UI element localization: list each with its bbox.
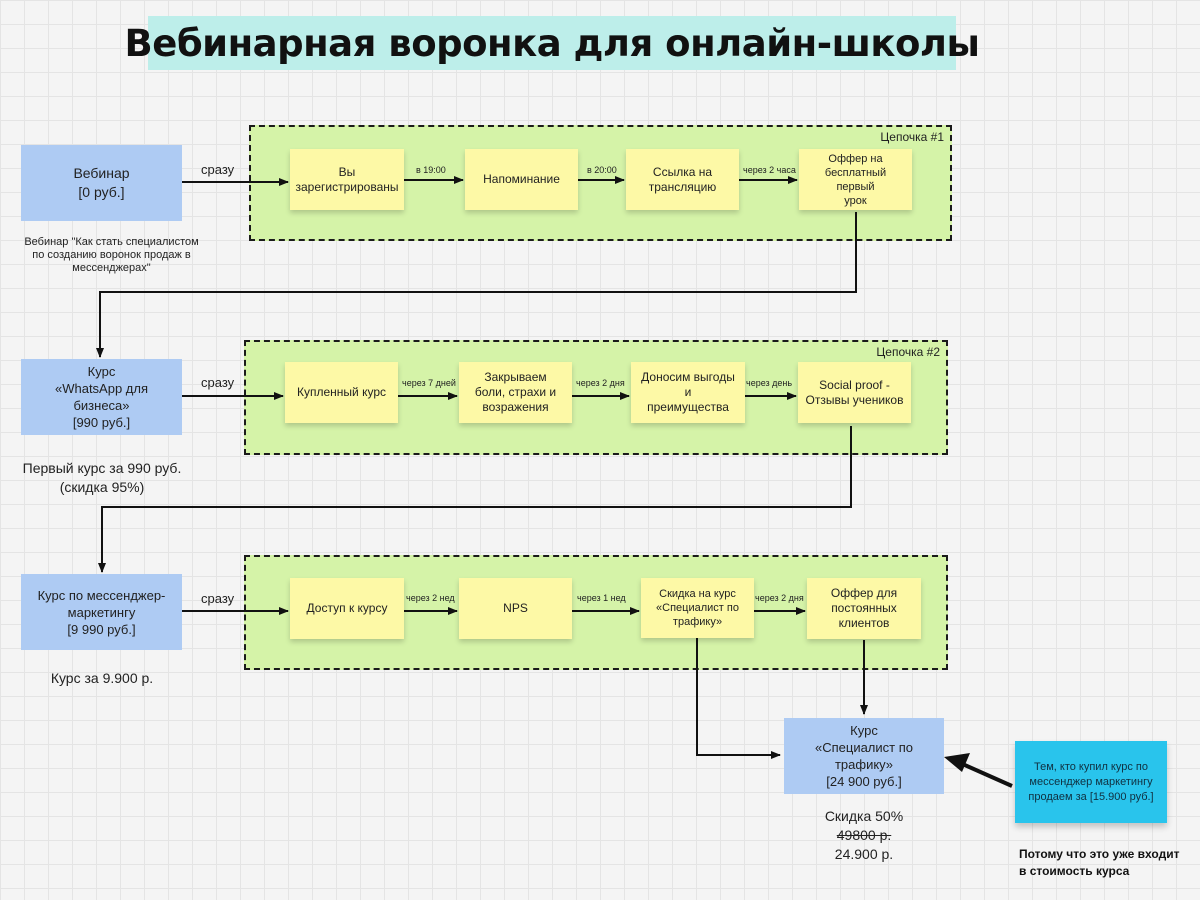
messenger-caption: Курс за 9.900 р. [50, 670, 154, 686]
delay-label-r3-3: через 2 дня [755, 593, 804, 603]
sticky-benefits[interactable]: Доносим выгоды и преимущества [631, 362, 745, 423]
sticky-registered[interactable]: Вы зарегистрированы [290, 149, 404, 210]
delay-label-r2-2: через 2 дня [576, 378, 625, 388]
sticky-free-lesson-offer[interactable]: Оффер на бесплатный первый урок [799, 149, 912, 210]
product-messenger-course[interactable]: Курс по мессенджер- маркетингу [9 990 ру… [21, 574, 182, 650]
chain-1-label: Цепочка #1 [880, 130, 944, 144]
delay-label-r1-3: через 2 часа [743, 165, 796, 175]
product-whatsapp-course[interactable]: Курс «WhatsApp для бизнеса» [990 руб.] [21, 359, 182, 435]
delay-label-r3-1: через 2 нед [406, 593, 455, 603]
bottom-explanation-note: Потому что это уже входит в стоимость ку… [1019, 847, 1180, 878]
sticky-loyal-offer[interactable]: Оффер для постоянных клиентов [807, 578, 921, 639]
pointer-side-note [957, 760, 1013, 788]
chain-2-label: Цепочка #2 [876, 345, 940, 359]
side-note-sticky[interactable]: Тем, кто купил курс по мессенджер маркет… [1015, 741, 1167, 823]
traffic-old-price: 49800 р. [836, 827, 892, 843]
connector-chain2-to-messenger [98, 426, 852, 573]
sticky-objections[interactable]: Закрываем боли, страхи и возражения [459, 362, 572, 423]
sticky-course-access[interactable]: Доступ к курсу [290, 578, 404, 639]
webinar-caption: Вебинар "Как стать специалистом по созда… [24, 236, 199, 274]
pointer-side-note-head [944, 753, 970, 772]
product-webinar[interactable]: Вебинар [0 руб.] [21, 145, 182, 221]
delay-label-r2-1: через 7 дней [402, 378, 456, 388]
sticky-nps[interactable]: NPS [459, 578, 572, 639]
delay-label-r1-1: в 19:00 [416, 165, 446, 175]
sticky-traffic-discount[interactable]: Скидка на курс «Специалист по трафику» [641, 578, 754, 638]
whatsapp-caption: Первый курс за 990 руб. (скидка 95%) [22, 460, 182, 495]
delay-label-r1-2: в 20:00 [587, 165, 617, 175]
delay-label-r2-3: через день [746, 378, 793, 388]
sticky-stream-link[interactable]: Ссылка на трансляцию [626, 149, 739, 210]
connector-discount-to-traffic [696, 638, 781, 759]
trigger-label-row3: сразу [201, 591, 235, 606]
sticky-social-proof[interactable]: Social proof - Отзывы учеников [798, 362, 911, 423]
sticky-purchased-course[interactable]: Купленный курс [285, 362, 398, 423]
delay-label-r3-2: через 1 нед [577, 593, 626, 603]
connector-chain1-to-whatsapp [96, 212, 857, 358]
product-traffic-course[interactable]: Курс «Специалист по трафику» [24 900 руб… [784, 718, 944, 794]
page-title: Вебинарная воронка для онлайн-школы [125, 16, 980, 70]
traffic-new-price: 24.900 р. [834, 846, 894, 862]
trigger-label-row2: сразу [201, 375, 235, 390]
sticky-reminder[interactable]: Напоминание [465, 149, 578, 210]
trigger-label-row1: сразу [201, 162, 235, 177]
traffic-discount-caption: Скидка 50% [824, 808, 904, 824]
